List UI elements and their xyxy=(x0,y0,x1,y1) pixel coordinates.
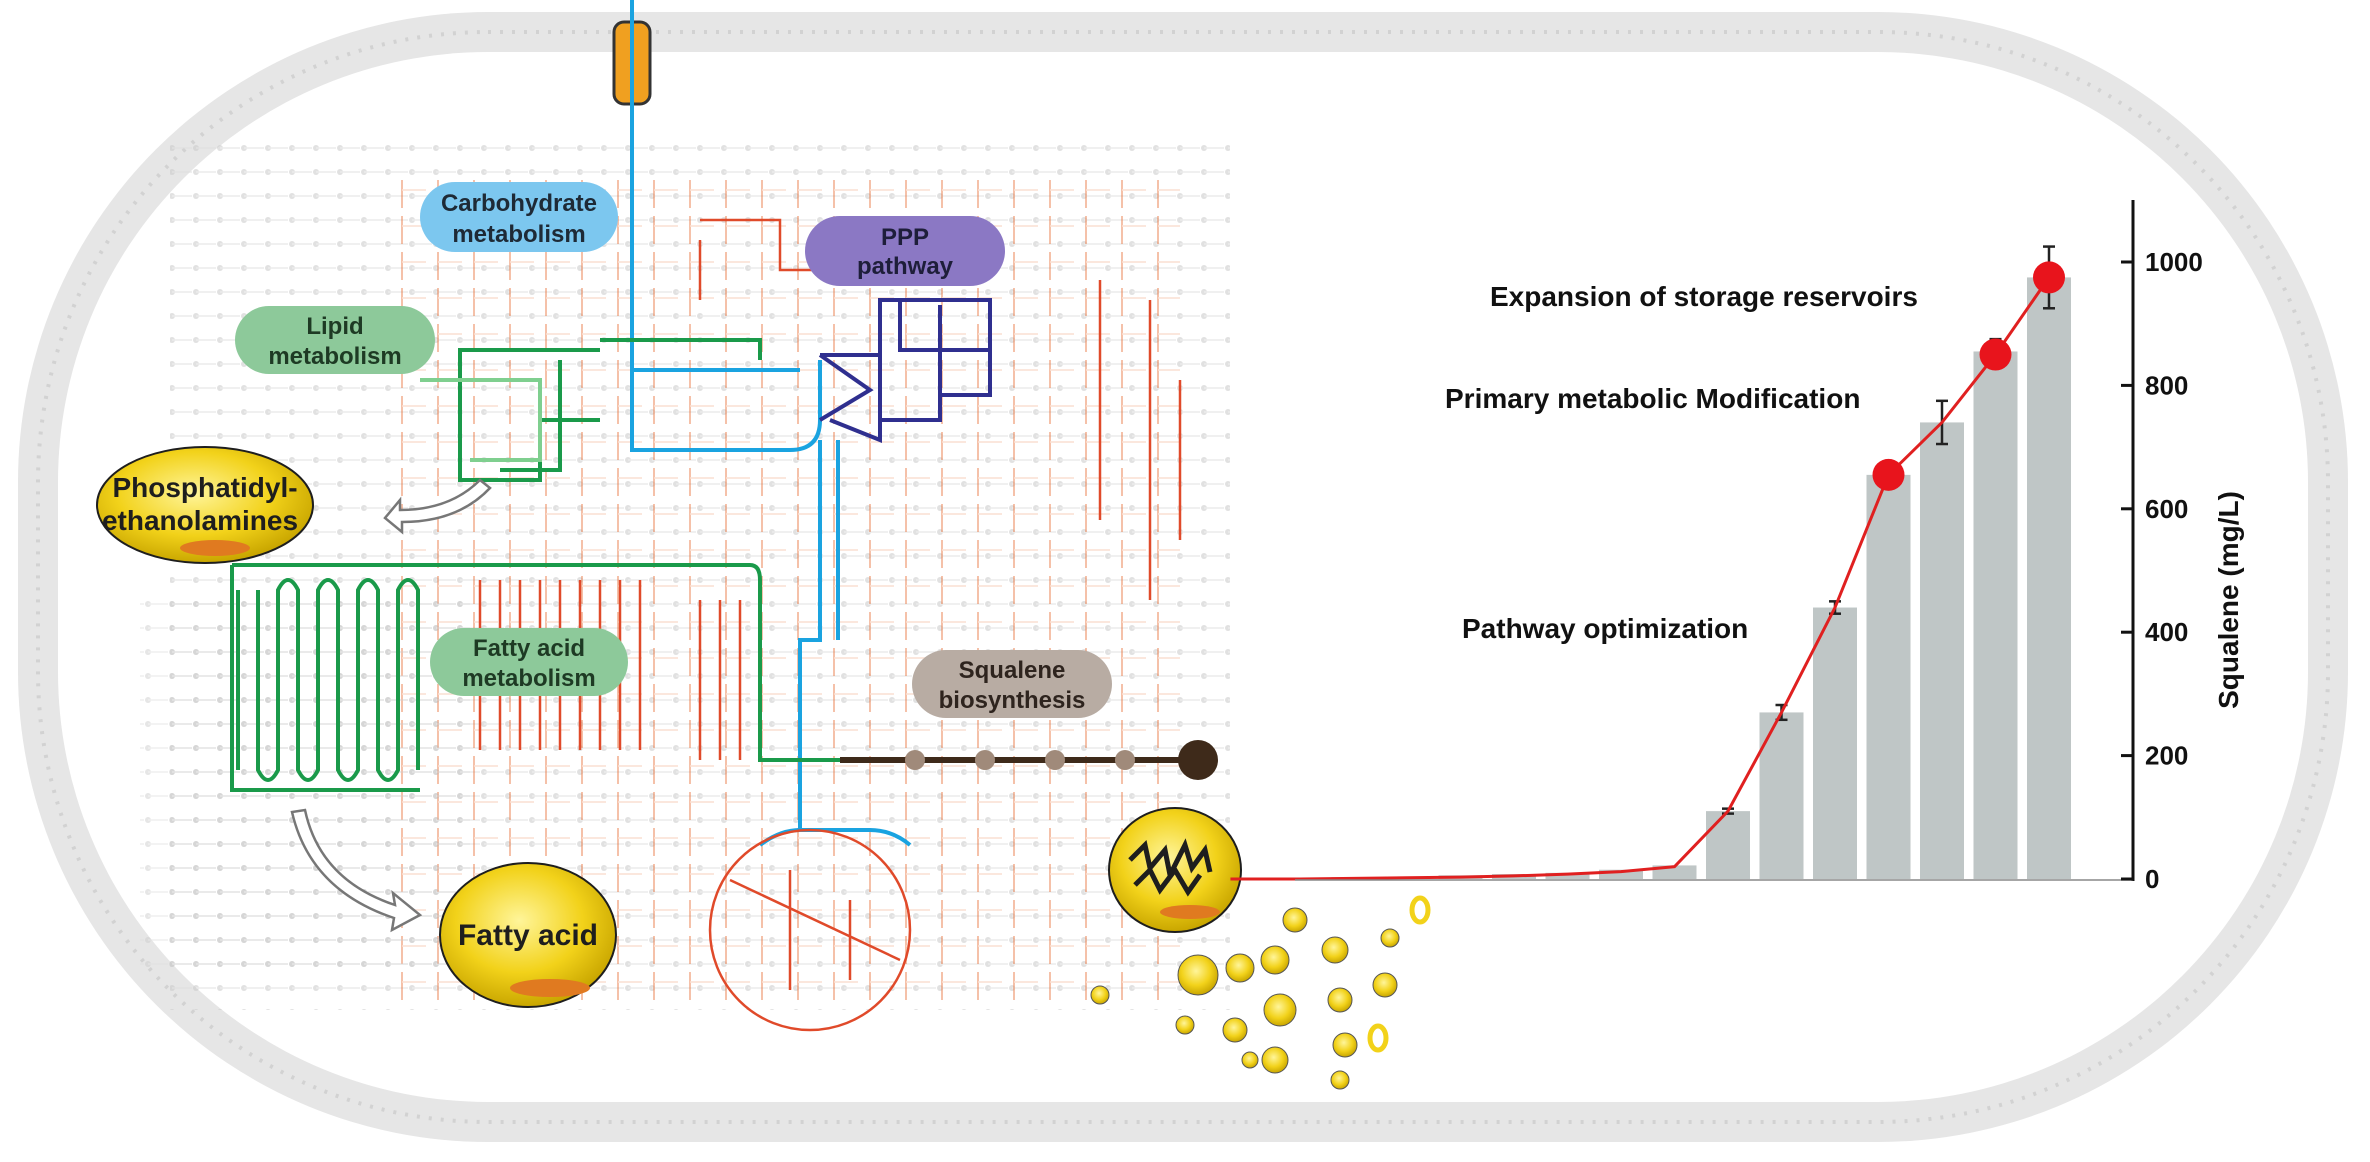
bars-layer xyxy=(1278,277,2071,880)
annotation-primary: Primary metabolic Modification xyxy=(1445,383,1860,414)
marker-15 xyxy=(2033,261,2065,294)
ppp-network xyxy=(818,298,992,443)
svg-text:metabolism: metabolism xyxy=(462,665,595,692)
y-tick-label-600: 600 xyxy=(2145,494,2188,524)
bar-15 xyxy=(2027,277,2071,879)
trend-line xyxy=(1230,276,2051,881)
bar-13 xyxy=(1920,422,1964,879)
svg-text:biosynthesis: biosynthesis xyxy=(939,687,1086,714)
svg-text:Phosphatidyl-: Phosphatidyl- xyxy=(112,472,297,503)
y-tick-label-400: 400 xyxy=(2145,617,2188,647)
svg-text:PPP: PPP xyxy=(881,224,929,251)
svg-text:Squalene: Squalene xyxy=(959,657,1066,684)
annotation-pathway: Pathway optimization xyxy=(1462,613,1748,644)
bar-9 xyxy=(1706,811,1750,879)
label-squalene-biosynthesis: Squalene biosynthesis xyxy=(912,650,1112,718)
bar-10 xyxy=(1759,712,1804,879)
lipid-network xyxy=(230,338,840,792)
svg-text:Fatty acid: Fatty acid xyxy=(473,635,585,662)
y-tick-label-0: 0 xyxy=(2145,864,2159,894)
bar-12 xyxy=(1866,474,1911,879)
marker-12 xyxy=(1872,458,1905,491)
squalene-yield-chart: 0 200 400 600 800 1000 Squalene (mg/L) xyxy=(1230,200,2244,894)
marker-14 xyxy=(1979,338,2012,371)
markers-layer xyxy=(1872,261,2065,491)
svg-text:Fatty acid: Fatty acid xyxy=(458,919,598,952)
y-axis-label: Squalene (mg/L) xyxy=(2213,491,2244,709)
droplet-squalene-storage xyxy=(1108,807,1242,933)
label-ppp-pathway: PPP pathway xyxy=(805,216,1005,286)
y-axis: 0 200 400 600 800 1000 xyxy=(1295,200,2203,894)
label-carbohydrate-metabolism: Carbohydrate metabolism xyxy=(420,182,618,252)
flow-arrows xyxy=(290,478,492,933)
y-tick-label-800: 800 xyxy=(2145,370,2188,400)
label-lipid-metabolism: Lipid metabolism xyxy=(235,306,435,374)
svg-text:metabolism: metabolism xyxy=(452,221,585,248)
bar-6 xyxy=(1545,872,1590,879)
svg-text:Lipid: Lipid xyxy=(306,313,363,340)
small-droplets xyxy=(1090,907,1400,1090)
svg-text:ethanolamines: ethanolamines xyxy=(102,505,298,536)
svg-text:Carbohydrate: Carbohydrate xyxy=(441,190,597,217)
svg-text:metabolism: metabolism xyxy=(268,343,401,370)
y-tick-label-1000: 1000 xyxy=(2145,247,2203,277)
bar-7 xyxy=(1599,869,1643,879)
label-fatty-acid-metabolism: Fatty acid metabolism xyxy=(430,628,628,696)
svg-text:pathway: pathway xyxy=(857,253,954,280)
squalene-path xyxy=(840,740,1218,780)
droplet-phosphatidylethanolamines: Phosphatidyl- ethanolamines xyxy=(96,446,314,564)
annotation-expansion: Expansion of storage reservoirs xyxy=(1490,281,1918,312)
bar-14 xyxy=(1973,351,2018,880)
droplet-fatty-acid: Fatty acid xyxy=(439,862,617,1008)
ring-droplets xyxy=(1367,895,1431,1053)
bar-11 xyxy=(1813,607,1857,879)
metabolic-network-background xyxy=(140,130,1230,1010)
y-tick-label-200: 200 xyxy=(2145,741,2188,771)
